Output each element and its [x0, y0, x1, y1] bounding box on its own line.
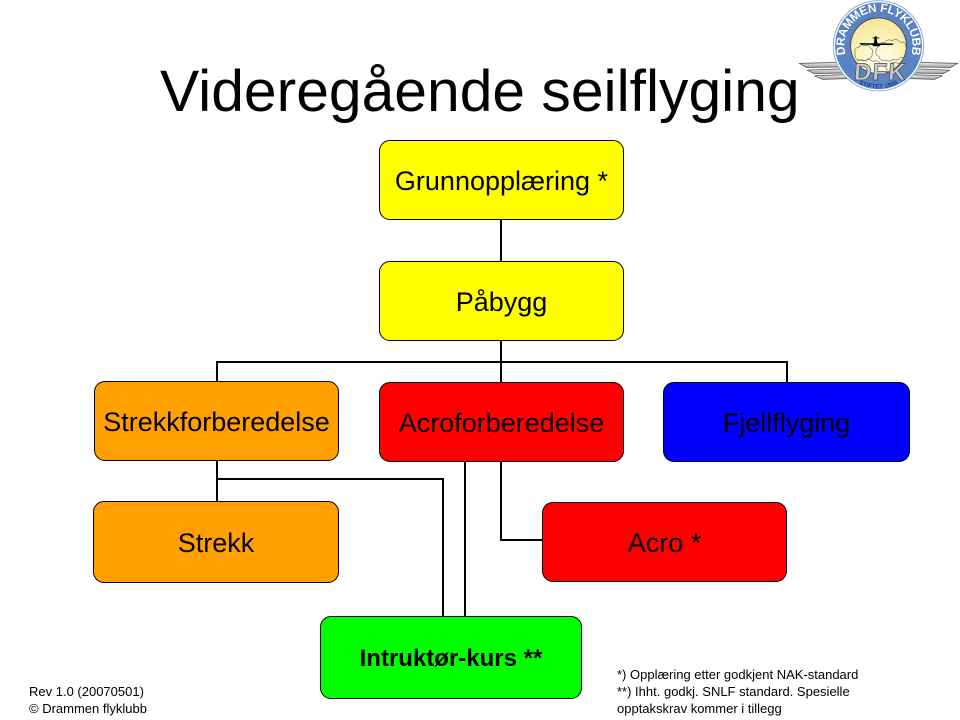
svg-text:DFK: DFK: [853, 59, 907, 86]
svg-text:STIFTET 1936: STIFTET 1936: [858, 80, 899, 91]
